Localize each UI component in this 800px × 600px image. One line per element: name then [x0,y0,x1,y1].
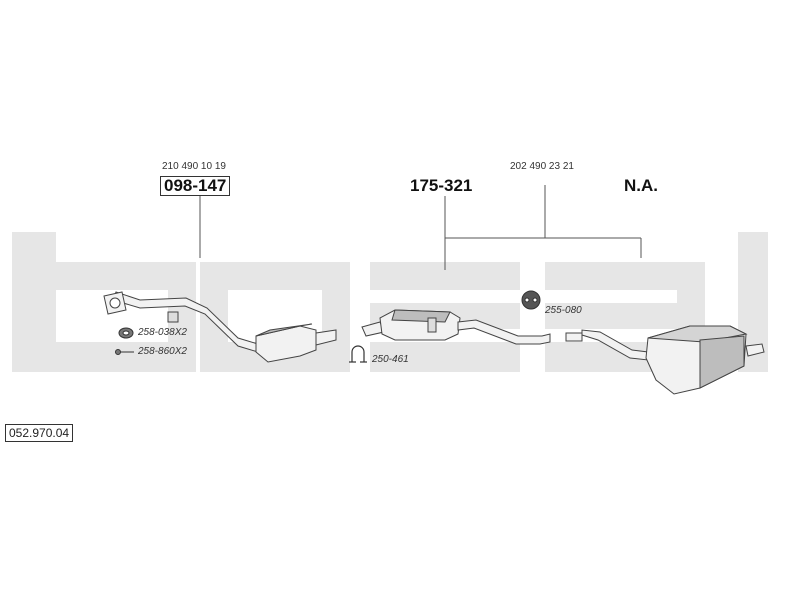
part-number-175-321[interactable]: 175-321 [410,176,473,195]
clamp-icon [349,345,367,363]
front-pipe-catalyst [103,291,337,363]
leader-lines [199,185,642,270]
diagram-code: 052.970.04 [5,424,74,442]
oe-ref-098-147: 210 490 10 19 [162,161,226,172]
oe-ref-175-321: 202 490 23 21 [510,161,574,172]
accessory-250-461[interactable]: 250-461 [372,354,409,365]
centre-silencer [361,309,551,345]
accessory-255-080[interactable]: 255-080 [545,305,582,316]
accessory-258-860x2[interactable]: 258-860X2 [138,346,187,357]
bolt-icon [115,349,134,355]
rubber-mount-icon [118,327,134,339]
part-number-098-147[interactable]: 098-147 [160,176,231,196]
accessory-258-038x2[interactable]: 258-038X2 [138,327,187,338]
part-number-na: N.A. [624,176,658,195]
hanger-icon [521,290,541,310]
rear-silencer [565,325,765,395]
